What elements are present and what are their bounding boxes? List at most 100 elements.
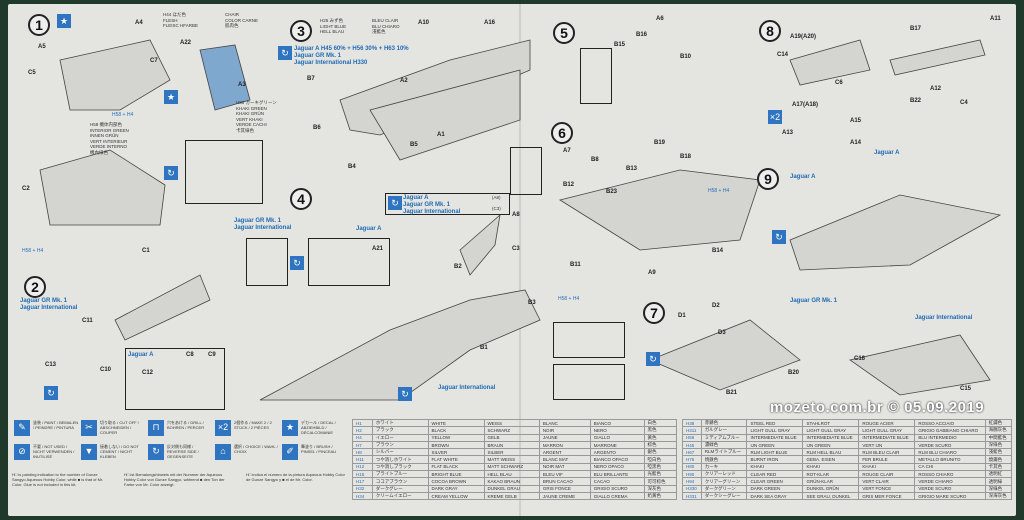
color-en: CREAM YELLOW [427, 491, 485, 501]
color-code: H331 [682, 491, 702, 501]
part-label: B11 [570, 262, 581, 268]
legend-text: 筆塗り / BRUSH / PINSEL / PINCEAU [301, 444, 337, 454]
color-cn: 紅鏽色 [984, 418, 1013, 428]
color-en: CLEAR RED [746, 470, 804, 479]
color-it: METALLO BRUNITO [914, 455, 986, 464]
step-8-marker: 8 [759, 20, 781, 42]
part-label: A13 [782, 130, 794, 136]
color-code: H38 [682, 418, 702, 428]
color-fr: FER BRULE [858, 455, 916, 464]
color-code: H330 [682, 484, 702, 493]
color-it: ROSSO CHIARO [914, 470, 986, 479]
color-fr: BRUN CACAO [538, 477, 591, 486]
variant-codes: (A8) (C3) [492, 195, 501, 211]
color-jp: RLMライトブルー [700, 448, 748, 457]
color-cn: 可可棕色 [643, 477, 678, 486]
color-jp: ブラウン [371, 440, 429, 450]
part-label: C10 [100, 367, 112, 373]
color-cn: 透明綠 [984, 477, 1013, 486]
color-it: GIALLO [589, 433, 645, 442]
part-label: B6 [313, 125, 321, 131]
color-jp: 濃緑色 [700, 440, 748, 450]
legend-text: 接着しない / DO NOT CEMENT / NICHT KLEBEN [100, 444, 139, 459]
color-code: H11 [352, 455, 373, 464]
part-label: B5 [410, 142, 418, 148]
color-jp: ガルグレー [700, 426, 748, 435]
color-it: GIALLO CREMA [589, 491, 645, 501]
footnote: H□ indica el número de la pintura Aqueou… [246, 472, 345, 482]
color-it: RLM BLU CHIARO [914, 448, 986, 457]
part-label: C16 [854, 356, 866, 362]
color-en: COCOA BROWN [427, 477, 485, 486]
variant-a-label: Jaguar A [356, 226, 382, 232]
part-label: A19(A20) [790, 34, 817, 40]
part-label: C1 [142, 248, 150, 254]
make-two-icon: ×2 [768, 110, 782, 124]
part-label: C6 [835, 80, 843, 86]
color-jp: ダークシーグレー [700, 491, 748, 501]
tank-drawing [889, 39, 986, 76]
legend-text: 反対側も同様 / REVERSE SIDE / GEGENSEITE [167, 444, 199, 459]
reverse-side-icon: ↻ [164, 166, 178, 180]
color-it: CA CHI [914, 462, 986, 472]
color-mix-note: H58 + H4 [112, 112, 134, 118]
color-code: H4 [352, 433, 373, 442]
color-de: SEE GRAU, DUNKEL [802, 491, 860, 501]
part-label: C3 [512, 246, 520, 252]
part-label: B14 [712, 248, 724, 254]
step-9-marker: 9 [757, 168, 779, 190]
color-de: RLM HELL BLAU [802, 448, 860, 457]
part-label: A16 [484, 20, 496, 26]
top-view-drawing [789, 194, 1002, 271]
part-label: B19 [654, 140, 666, 146]
legend-icon: ✂ [81, 420, 97, 436]
legend-text: 不要 / NOT USED / NICHT VERWENDEN / INUTIL… [33, 444, 75, 459]
color-fr: VERT CLAIR [858, 477, 916, 486]
color-fr: GRIS MER FONCE [858, 491, 916, 501]
color-de: DUNKEL GRAU [483, 484, 540, 493]
color-code: H1 [352, 418, 373, 428]
part-label: B17 [910, 26, 922, 32]
color-it: NERO [589, 426, 645, 435]
color-fr: KHAKI [858, 462, 916, 472]
part-label: D2 [712, 303, 720, 309]
color-fr: ARGENT [538, 448, 591, 457]
legend-text: デカール / DECAL / ABZIEHBILD / DÉCALCOMANIE [301, 420, 336, 435]
color-de: MATT WEISS [483, 455, 540, 464]
color-fr: JAUNE [538, 433, 591, 442]
color-en: STEEL RED [746, 418, 804, 428]
color-cn: 卡其色 [984, 462, 1013, 472]
part-label: C7 [150, 58, 158, 64]
color-en: CLEAR GREEN [746, 477, 804, 486]
color-jp: シルバー [371, 448, 429, 457]
color-de: STAHLROT [802, 418, 860, 428]
step-7-marker: 7 [643, 302, 665, 324]
part-label: C9 [208, 352, 216, 358]
part-label: A14 [850, 140, 862, 146]
color-jp: ココアブラウン [371, 477, 429, 486]
color-en: IJN GREEN [746, 440, 804, 450]
color-cn: 深海灰色 [984, 491, 1013, 501]
color-cn: 中間藍色 [984, 433, 1013, 442]
color-it: VERDE CHIARO [914, 477, 986, 486]
detail-box [308, 238, 390, 286]
reverse-side-icon: ↻ [278, 46, 292, 60]
color-cn: 白色 [643, 418, 678, 428]
detail-box [246, 238, 288, 286]
part-label: B23 [606, 189, 618, 195]
color-fr: VERT FONCE [858, 484, 916, 493]
color-en: RLM LIGHT BLUE [746, 448, 804, 457]
page-fold [519, 4, 521, 516]
color-cn: 深灰色 [643, 484, 678, 493]
color-jp: つや消しホワイト [371, 455, 429, 464]
color-jp: クリアーレッド [700, 470, 748, 479]
part-label: B4 [348, 164, 356, 170]
pylon-drawing [789, 39, 871, 86]
